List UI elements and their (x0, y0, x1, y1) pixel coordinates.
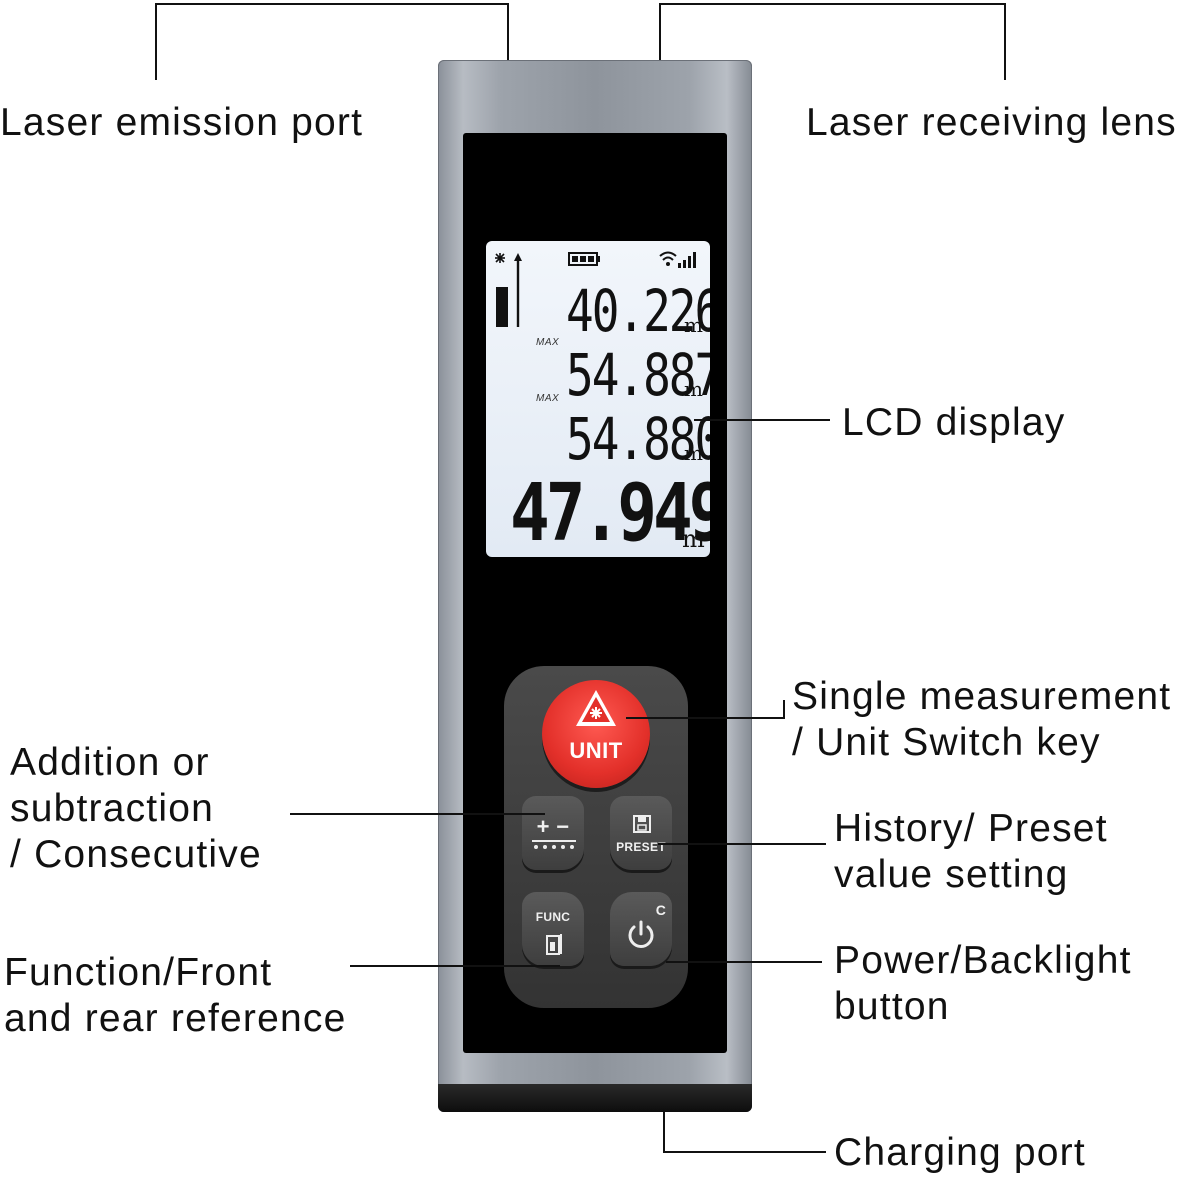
label-laser-emission-port: Laser emission port (0, 101, 364, 144)
label-charging-port: Charging port (834, 1131, 1086, 1174)
label-function-reference: Function/Front and rear reference (4, 950, 346, 1042)
label-func-line-2: and rear reference (4, 997, 347, 1040)
lcd-reading-2: 54.887 (566, 341, 710, 409)
label-single-measurement: Single measurement / Unit Switch key (792, 674, 1171, 766)
line-single (626, 700, 785, 719)
label-func-line-1: Function/Front (4, 951, 273, 994)
lcd-unit-main: m (682, 525, 705, 553)
lcd-reading-1: 40.226 (566, 277, 710, 345)
lcd-main-reading: 47.949 (510, 467, 710, 557)
charging-port-end (438, 1084, 752, 1112)
line-emission (155, 3, 509, 80)
function-button[interactable]: FUNC (522, 892, 584, 966)
laser-warning-icon (576, 690, 616, 726)
label-addition-subtraction: Addition or subtraction / Consecutive (10, 740, 262, 878)
func-label: FUNC (535, 910, 571, 924)
power-icon (628, 920, 654, 948)
line-charging (663, 1112, 826, 1153)
reference-icon (546, 934, 562, 955)
consecutive-dots-icon (532, 840, 576, 849)
power-backlight-button[interactable]: C (610, 892, 672, 966)
plus-minus-label: + − (536, 814, 570, 839)
save-icon (633, 815, 651, 833)
lcd-reading-3: 54.880 (566, 405, 710, 473)
history-preset-button[interactable]: PRESET (610, 796, 672, 870)
lcd-screen: 40.226 m MAX 54.887 m MAX 54.880 m 47.94… (486, 241, 710, 557)
label-addsub-line-1: Addition or (10, 741, 210, 784)
lcd-max-label-2: MAX (536, 393, 560, 404)
label-power-line-2: button (834, 985, 950, 1028)
preset-label: PRESET (616, 840, 666, 854)
clear-mark: C (655, 902, 667, 918)
label-single-line-2: / Unit Switch key (792, 721, 1101, 764)
signal-icon (659, 251, 696, 268)
unit-button-label: UNIT (569, 738, 623, 763)
label-addsub-line-2: subtraction (10, 787, 214, 830)
line-receiving (659, 3, 1006, 80)
label-power-backlight: Power/Backlight button (834, 938, 1132, 1030)
label-laser-receiving-lens: Laser receiving lens (806, 101, 1177, 144)
laser-star-icon (495, 253, 522, 327)
label-history-line-2: value setting (834, 853, 1069, 896)
lcd-unit-1: m (684, 313, 703, 337)
label-addsub-line-3: / Consecutive (10, 833, 262, 876)
add-subtract-button[interactable]: + − (522, 796, 584, 870)
lcd-unit-2: m (684, 377, 703, 401)
label-single-line-1: Single measurement (792, 675, 1172, 718)
label-history-preset: History/ Preset value setting (834, 806, 1108, 898)
battery-icon (568, 252, 600, 266)
lcd-max-label-1: MAX (536, 337, 560, 348)
label-history-line-1: History/ Preset (834, 807, 1108, 850)
label-power-line-1: Power/Backlight (834, 939, 1132, 982)
lcd-unit-3: m (684, 441, 703, 465)
label-lcd-display: LCD display (842, 401, 1066, 444)
